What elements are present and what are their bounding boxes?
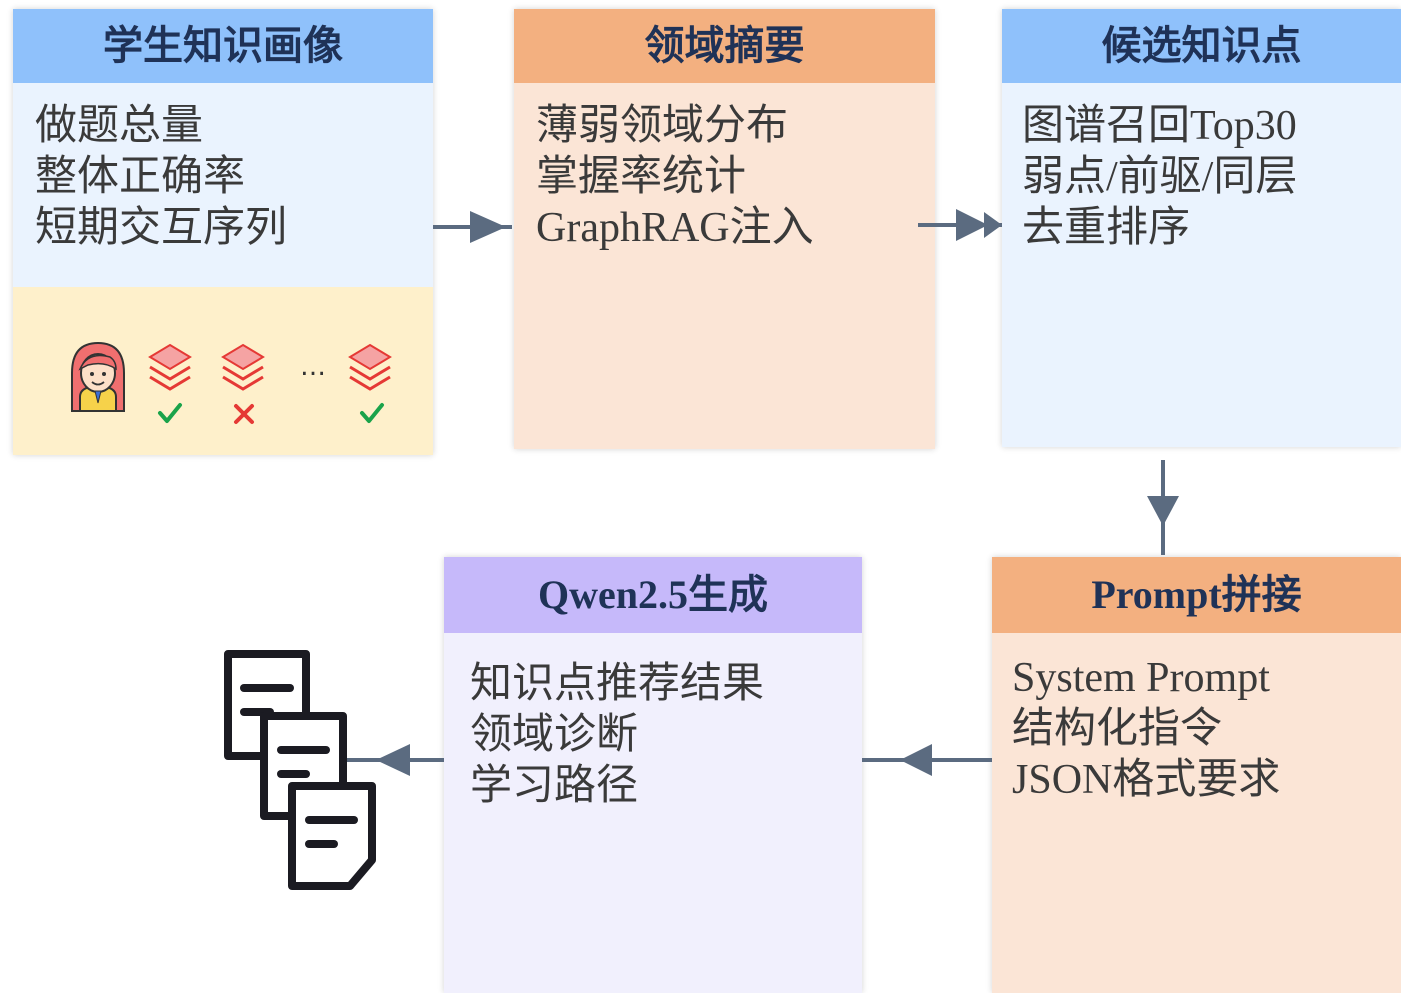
prompt-assembly-lines: System Prompt 结构化指令 JSON格式要求 (992, 633, 1401, 806)
arrow-profile-to-domain (433, 211, 512, 243)
check-mark-icon (360, 403, 384, 423)
check-mark-icon (158, 403, 182, 423)
candidate-points-box: 候选知识点 图谱召回Top30 弱点/前驱/同层 去重排序 (1002, 9, 1401, 447)
exercise-layers-3 (348, 343, 392, 391)
student-profile-lines: 做题总量 整体正确率 短期交互序列 (13, 83, 433, 254)
prompt-line: System Prompt (1012, 655, 1270, 701)
profile-line: 短期交互序列 (35, 205, 288, 251)
prompt-assembly-box: Prompt拼接 System Prompt 结构化指令 JSON格式要求 (992, 557, 1401, 993)
exercise-layers-1 (148, 343, 192, 391)
domain-summary-title: 领域摘要 (514, 9, 935, 83)
candidate-line: 弱点/前驱/同层 (1022, 154, 1298, 200)
candidate-points-lines: 图谱召回Top30 弱点/前驱/同层 去重排序 (1002, 83, 1401, 254)
profile-line: 整体正确率 (35, 154, 246, 200)
arrow-domain-to-candidate (918, 209, 1002, 241)
qwen-generation-box: Qwen2.5生成 知识点推荐结果 领域诊断 学习路径 (444, 557, 862, 993)
prompt-line: 结构化指令 (1012, 706, 1223, 752)
candidate-line: 去重排序 (1022, 205, 1191, 251)
student-avatar-icon (71, 341, 125, 412)
candidate-line: 图谱召回Top30 (1022, 103, 1297, 149)
domain-line: 薄弱领域分布 (536, 103, 789, 149)
generation-line: 知识点推荐结果 (470, 661, 765, 707)
student-profile-title: 学生知识画像 (13, 9, 433, 83)
generation-line: 领域诊断 (470, 712, 639, 758)
arrow-prompt-to-generate (862, 744, 992, 776)
profile-line: 做题总量 (35, 103, 204, 149)
cross-mark-icon (234, 404, 254, 424)
domain-summary-box: 领域摘要 薄弱领域分布 掌握率统计 GraphRAG注入 (514, 9, 935, 449)
generation-line: 学习路径 (470, 763, 639, 809)
arrow-candidate-to-prompt (1147, 460, 1179, 555)
student-profile-box: 学生知识画像 做题总量 整体正确率 短期交互序列 (13, 9, 433, 455)
qwen-generation-title: Qwen2.5生成 (444, 557, 862, 633)
domain-line: GraphRAG注入 (536, 205, 814, 251)
prompt-line: JSON格式要求 (1012, 757, 1281, 803)
qwen-generation-lines: 知识点推荐结果 领域诊断 学习路径 (444, 633, 862, 812)
domain-summary-lines: 薄弱领域分布 掌握率统计 GraphRAG注入 (514, 83, 935, 254)
candidate-points-title: 候选知识点 (1002, 9, 1401, 83)
sequence-ellipsis: … (300, 352, 326, 382)
arrow-generate-to-output (336, 744, 444, 776)
documents-stack-icon (224, 650, 376, 890)
domain-line: 掌握率统计 (536, 154, 747, 200)
prompt-assembly-title: Prompt拼接 (992, 557, 1401, 633)
exercise-layers-2 (221, 343, 265, 391)
